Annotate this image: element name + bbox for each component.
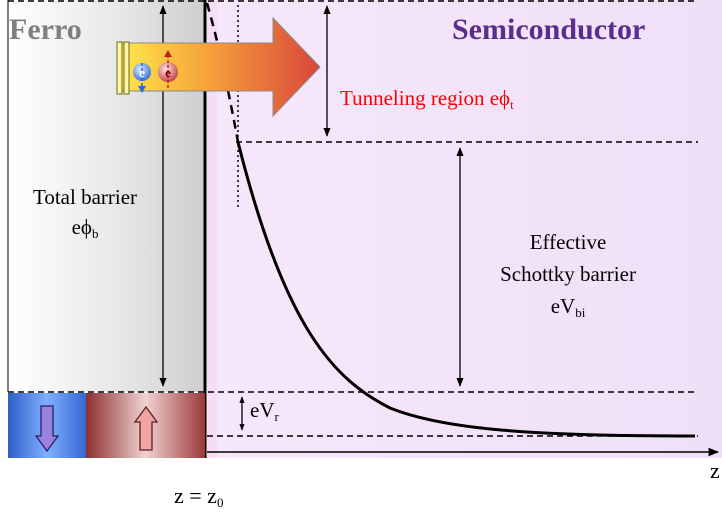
spin-up-arrow-icon <box>133 405 159 451</box>
svg-text:e: e <box>165 65 171 80</box>
total-barrier-label: Total barrier eϕb <box>10 182 160 242</box>
spin-down-arrow-icon <box>34 405 60 453</box>
schottky-barrier-curve <box>236 141 696 438</box>
schottky-line2: Schottky barrier <box>500 262 636 286</box>
schottky-barrier-label: Effective Schottky barrier eVbi <box>478 226 658 322</box>
tunneling-region-label: Tunneling region eϕt <box>340 86 514 112</box>
interface-label: z = z0 <box>174 483 224 510</box>
spin-up-electron-icon: e <box>158 50 178 90</box>
z-axis-label: z <box>710 458 720 483</box>
schottky-symbol: eVbi <box>550 294 586 320</box>
semiconductor-label: Semiconductor <box>452 13 646 46</box>
eVr-label: eVr <box>250 398 279 424</box>
total-barrier-line1: Total barrier <box>32 185 138 209</box>
ferro-label: Ferro <box>9 13 82 46</box>
total-barrier-symbol: eϕb <box>71 215 99 241</box>
spin-down-electron-icon: e <box>133 63 151 93</box>
schottky-line1: Effective <box>529 230 607 254</box>
svg-text:e: e <box>139 65 145 80</box>
tunneling-flow-arrow <box>117 16 321 118</box>
